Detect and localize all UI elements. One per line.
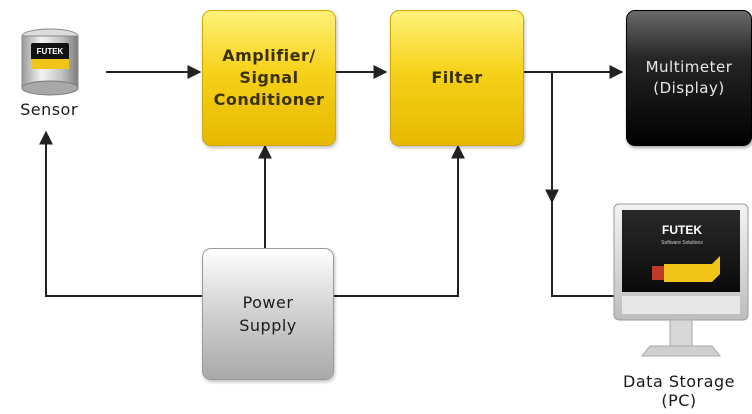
sensor-label: Sensor [20,100,78,119]
power-supply-block: Power Supply [202,248,334,380]
amplifier-signal-conditioner-block: Amplifier/ Signal Conditioner [202,10,336,146]
multimeter-display-block: Multimeter (Display) [626,10,752,146]
line-power-to-filter [334,200,459,297]
data-storage-label: Data Storage (PC) [623,372,735,410]
sensor-brand: FUTEK [37,47,64,56]
monitor-icon: FUTEK Software Solutions [613,203,749,357]
line-power-to-sensor [45,200,202,297]
filter-block: Filter [390,10,524,146]
monitor-brand: FUTEK [662,223,702,237]
monitor-subtitle: Software Solutions [661,240,703,246]
line-to-data-storage [551,202,614,297]
sensor-icon: FUTEK [21,28,79,96]
